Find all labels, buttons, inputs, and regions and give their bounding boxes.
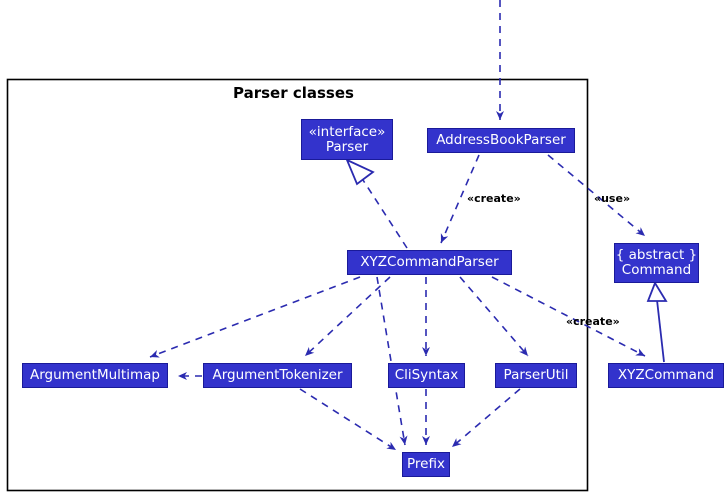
class-node-parser[interactable]: «interface» Parser xyxy=(301,119,393,160)
class-node-cli-syntax[interactable]: CliSyntax xyxy=(388,363,465,388)
class-node-command[interactable]: { abstract } Command xyxy=(614,243,699,283)
class-name-cli-syntax: CliSyntax xyxy=(394,367,459,383)
class-stereotype-interface: «interface» xyxy=(308,123,386,140)
class-node-argument-tokenizer[interactable]: ArgumentTokenizer xyxy=(203,363,352,388)
edge-label-create-2: «create» xyxy=(566,315,620,328)
edge-xyzcommandparser-realizes-parser xyxy=(345,158,408,249)
class-name-argument-tokenizer: ArgumentTokenizer xyxy=(212,367,343,383)
class-node-xyz-command[interactable]: XYZCommand xyxy=(608,363,724,388)
edge-parserutil-to-prefix xyxy=(451,388,521,448)
edge-argumenttokenizer-to-prefix xyxy=(299,388,397,451)
class-name-argument-multimap: ArgumentMultimap xyxy=(30,367,160,383)
package-frame xyxy=(6,78,589,492)
edge-xyzcommandparser-to-parserutil xyxy=(459,276,529,357)
class-stereotype-abstract: { abstract } xyxy=(615,247,698,263)
class-node-prefix[interactable]: Prefix xyxy=(402,452,450,477)
edge-xyzcommandparser-to-argumenttokenizer xyxy=(304,276,391,357)
class-name-address-book-parser: AddressBookParser xyxy=(436,132,566,148)
edge-xyzcommandparser-creates-xyzcommand xyxy=(491,276,646,357)
class-name-xyz-command: XYZCommand xyxy=(617,367,715,383)
class-node-xyz-command-parser[interactable]: XYZCommandParser xyxy=(347,250,512,275)
class-name-prefix: Prefix xyxy=(407,456,445,472)
package-title: Parser classes xyxy=(233,84,354,102)
class-name-command: Command xyxy=(621,262,692,278)
class-name-parser-util: ParserUtil xyxy=(503,367,569,383)
class-node-address-book-parser[interactable]: AddressBookParser xyxy=(427,128,575,153)
edge-label-create-1: «create» xyxy=(467,192,521,205)
edge-xyzcommandparser-to-prefix xyxy=(376,276,408,446)
edge-addressbookparser-uses-command xyxy=(547,154,646,237)
class-name-xyz-command-parser: XYZCommandParser xyxy=(360,254,499,270)
class-node-parser-util[interactable]: ParserUtil xyxy=(495,363,577,388)
class-name-parser: Parser xyxy=(325,138,369,155)
class-node-argument-multimap[interactable]: ArgumentMultimap xyxy=(22,363,168,388)
edge-label-use-1: «use» xyxy=(594,192,631,205)
edge-addressbookparser-creates-xyzcommandparser xyxy=(440,154,480,244)
edge-xyzcommandparser-to-argumentmultimap xyxy=(149,276,361,358)
edge-xyzcommand-extends-command xyxy=(646,280,668,363)
